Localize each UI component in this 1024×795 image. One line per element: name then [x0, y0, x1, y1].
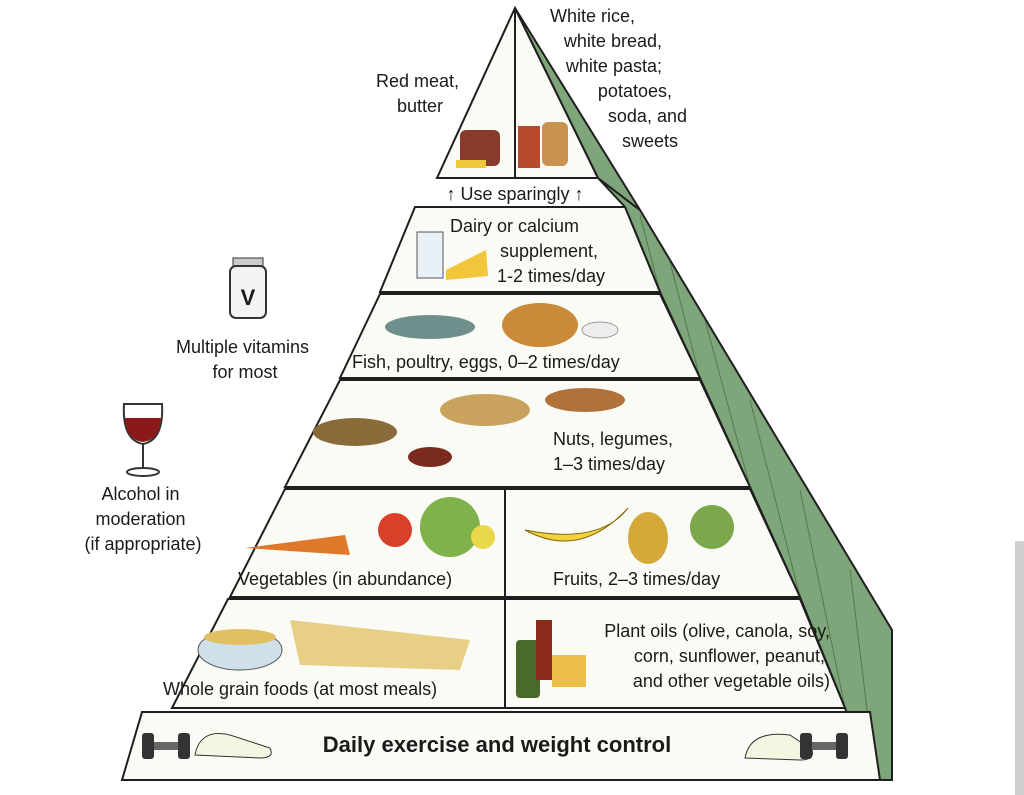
label-vitamins: Multiple vitamins for most: [176, 337, 314, 382]
food-illustrations: [197, 122, 734, 698]
label-fruits: Fruits, 2–3 times/day: [553, 569, 720, 589]
dumbbell-icon-left: [142, 733, 272, 759]
label-exercise: Daily exercise and weight control: [323, 732, 671, 757]
vitamin-bottle-icon: V: [229, 257, 267, 319]
label-dairy: Dairy or calcium supplement, 1-2 times/d…: [450, 216, 605, 286]
arrow-up-icon: ↑: [446, 184, 460, 204]
label-refined-carbs: White rice, white bread, white pasta; po…: [550, 6, 692, 151]
label-vegetables: Vegetables (in abundance): [238, 569, 452, 589]
scrollbar[interactable]: [1015, 541, 1024, 795]
label-oils: Plant oils (olive, canola, soy, corn, su…: [604, 621, 835, 691]
side-face-hatching: [639, 214, 876, 776]
arrow-up-icon: ↑: [570, 184, 584, 204]
label-grains: Whole grain foods (at most meals): [163, 679, 437, 699]
wine-glass-icon: [122, 403, 164, 477]
label-fish: Fish, poultry, eggs, 0–2 times/day: [352, 352, 620, 372]
use-sparingly-label: ↑ Use sparingly ↑: [446, 184, 583, 204]
tier-exercise: [120, 711, 882, 781]
label-red-meat: Red meat, butter: [376, 71, 464, 116]
label-alcohol: Alcohol in moderation (if appropriate): [84, 484, 201, 554]
label-nuts: Nuts, legumes, 1–3 times/day: [553, 429, 678, 474]
tier-nuts: [283, 379, 752, 488]
svg-text:V: V: [241, 285, 256, 310]
dumbbell-icon-right: [744, 733, 848, 761]
